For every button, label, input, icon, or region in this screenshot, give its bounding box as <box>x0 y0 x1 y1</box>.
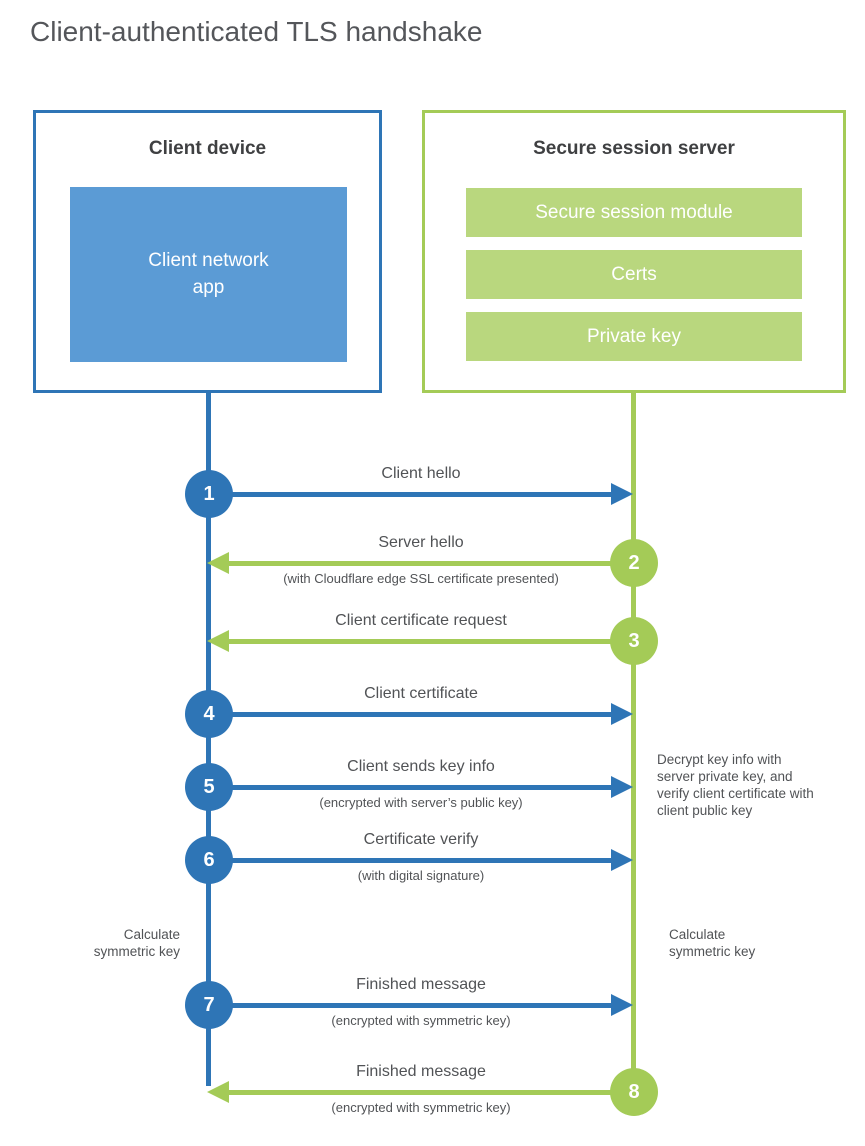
server-module-secure-session: Secure session module <box>466 188 802 237</box>
step-8-arrow-line <box>227 1090 633 1095</box>
client-network-app-box: Client network app <box>70 187 347 362</box>
step-6-label: Certificate verify <box>363 831 479 848</box>
step-5-arrowhead-right-icon <box>611 776 633 798</box>
step-7-label: Finished message <box>356 976 486 993</box>
step-6-sublabel: (with digital signature) <box>357 868 485 883</box>
secure-session-server-title: Secure session server <box>533 138 735 159</box>
server-module-secure-session-label: Secure session module <box>535 201 733 223</box>
step-7-arrow-line <box>209 1003 613 1008</box>
step-5-label: Client sends key info <box>347 758 495 775</box>
step-8-label: Finished message <box>356 1063 486 1080</box>
step-6-arrowhead-right-icon <box>611 849 633 871</box>
step-6-badge: 6 <box>185 836 233 884</box>
step-4-arrowhead-right-icon <box>611 703 633 725</box>
step-8-arrowhead-left-icon <box>207 1081 229 1103</box>
step-3-label: Client certificate request <box>335 612 507 629</box>
step-2-label: Server hello <box>378 534 464 551</box>
step-3-arrowhead-left-icon <box>207 630 229 652</box>
step-8-badge: 8 <box>610 1068 658 1116</box>
step-1-arrowhead-right-icon <box>611 483 633 505</box>
step-4-label: Client certificate <box>364 685 478 702</box>
step-1-badge: 1 <box>185 470 233 518</box>
client-device-title: Client device <box>148 138 267 159</box>
step-8-sublabel: (encrypted with symmetric key) <box>331 1100 511 1115</box>
step-1-arrow-line <box>209 492 613 497</box>
step-6-arrow-line <box>209 858 613 863</box>
calculate-symmetric-key-note-client: Calculate symmetric key <box>93 927 180 959</box>
step-2-badge: 2 <box>610 539 658 587</box>
server-lifeline <box>631 393 636 1093</box>
step-1-label: Client hello <box>381 465 461 482</box>
client-lifeline <box>206 393 211 1086</box>
client-network-app-label: Client network app <box>148 249 269 298</box>
step-5-arrow-line <box>209 785 613 790</box>
step-7-arrowhead-right-icon <box>611 994 633 1016</box>
step-4-arrow-line <box>209 712 613 717</box>
step-2-arrowhead-left-icon <box>207 552 229 574</box>
step-5-badge: 5 <box>185 763 233 811</box>
page-title: Client-authenticated TLS handshake <box>30 16 483 47</box>
step-5-sublabel: (encrypted with server’s public key) <box>319 795 523 810</box>
server-module-certs: Certs <box>466 250 802 299</box>
step-2-sublabel: (with Cloudflare edge SSL certificate pr… <box>283 571 559 586</box>
server-module-certs-label: Certs <box>611 263 657 285</box>
calculate-symmetric-key-note-server: Calculate symmetric key <box>669 927 756 959</box>
server-module-private-key: Private key <box>466 312 802 361</box>
decrypt-note: Decrypt key info with server private key… <box>657 752 814 818</box>
step-3-arrow-line <box>227 639 633 644</box>
step-2-arrow-line <box>227 561 633 566</box>
step-7-sublabel: (encrypted with symmetric key) <box>331 1013 511 1028</box>
step-7-badge: 7 <box>185 981 233 1029</box>
server-module-private-key-label: Private key <box>587 325 681 347</box>
step-3-badge: 3 <box>610 617 658 665</box>
step-4-badge: 4 <box>185 690 233 738</box>
